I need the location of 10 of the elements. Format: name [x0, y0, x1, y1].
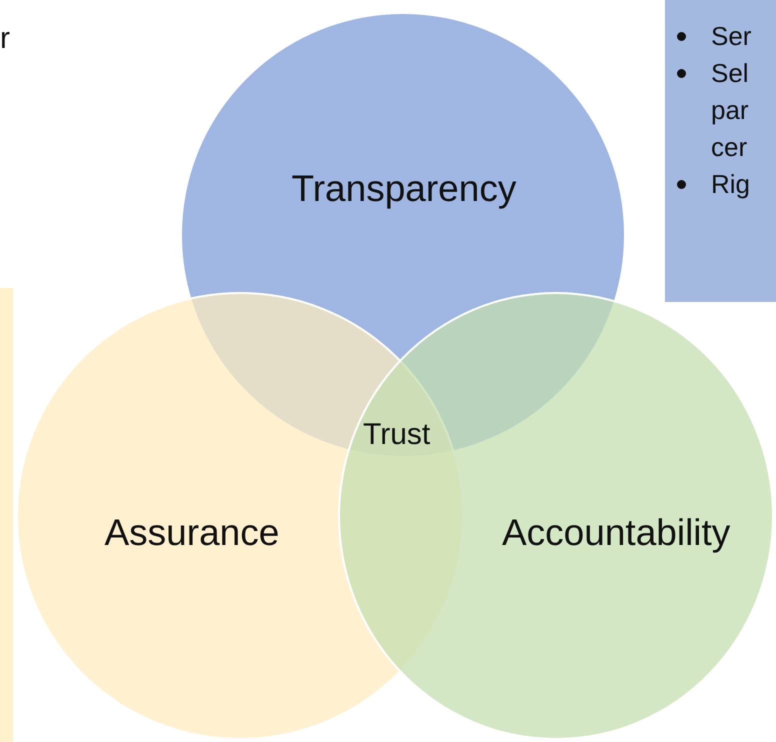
text-fragment: r	[0, 22, 10, 56]
bullet-text: Rig	[711, 168, 752, 201]
side-panel	[0, 288, 13, 742]
circle-label: Transparency	[292, 168, 516, 210]
bullet-text: Ser	[711, 20, 752, 53]
text-panel	[665, 0, 776, 302]
circle-label: Accountability	[502, 512, 730, 554]
bullet-text: Sel par cer	[711, 57, 750, 164]
circle-label: Assurance	[104, 512, 280, 554]
intersection-label: Trust	[363, 418, 430, 452]
